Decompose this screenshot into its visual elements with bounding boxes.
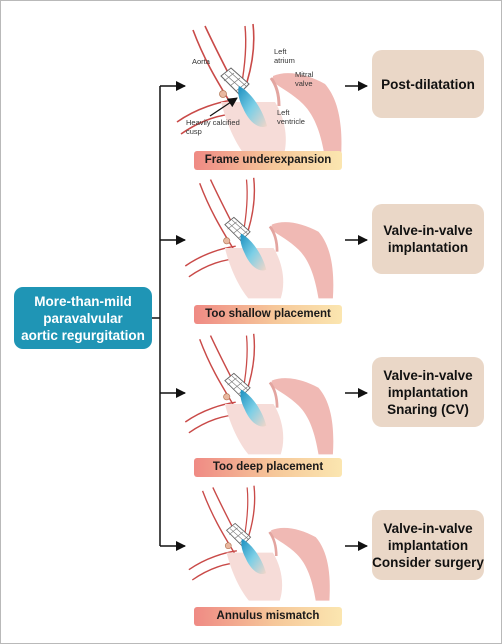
action-1-line-1: Post-dilatation <box>381 76 475 92</box>
action-3-line-1: Valve-in-valve <box>383 367 473 383</box>
action-4-line-3: Consider surgery <box>372 554 484 570</box>
calcified-cusp-pointer <box>209 97 238 117</box>
anatomy-illustration-4 <box>187 484 332 603</box>
action-4-line-1: Valve-in-valve <box>383 520 473 536</box>
anatomy-illustration-2 <box>183 176 335 300</box>
action-box-2: Valve-in-valve implantation <box>372 204 484 274</box>
mechanism-label-3: Too deep placement <box>194 458 342 477</box>
action-box-3: Valve-in-valve implantation Snaring (CV) <box>372 357 484 427</box>
mechanism-label-1: Frame underexpansion <box>194 151 342 170</box>
anatomy-illustration-3 <box>183 332 335 456</box>
action-3-line-3: Snaring (CV) <box>387 401 469 417</box>
action-2-line-2: implantation <box>387 240 469 255</box>
action-3-line-2: implantation <box>387 384 469 400</box>
label-aorta: Aorta <box>192 57 210 66</box>
branch-connectors <box>152 81 186 551</box>
label-calcified-cusp: Heavily calcified cusp <box>186 118 240 136</box>
label-left-atrium: Left atrium <box>274 47 295 65</box>
cause-line-1: More-than-mild <box>34 293 132 309</box>
mechanism-label-4: Annulus mismatch <box>194 607 342 626</box>
action-box-4: Valve-in-valve implantation Consider sur… <box>372 510 484 580</box>
anatomy-illustration-1 <box>175 22 343 160</box>
action-arrows <box>345 81 368 551</box>
cause-box: More-than-mild paravalvular aortic regur… <box>14 287 152 349</box>
label-mitral-valve: Mitral valve <box>295 70 314 88</box>
label-left-ventricle: Left ventricle <box>277 108 305 126</box>
cause-line-2: paravalvular <box>43 310 123 326</box>
mechanism-label-2: Too shallow placement <box>194 305 342 324</box>
action-4-line-2: implantation <box>387 537 469 553</box>
cause-line-3: aortic regurgitation <box>21 327 145 343</box>
action-2-line-1: Valve-in-valve <box>383 223 473 238</box>
action-box-1: Post-dilatation <box>372 50 484 118</box>
